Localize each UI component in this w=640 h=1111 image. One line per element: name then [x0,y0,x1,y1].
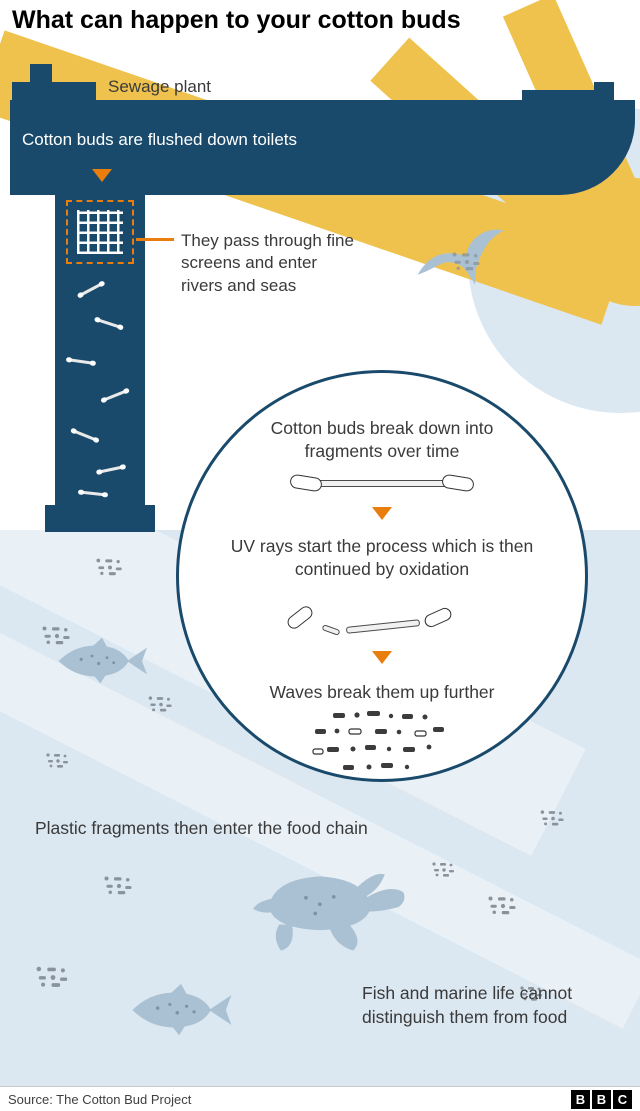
down-arrow-icon [372,507,392,520]
bud-stick [345,619,421,634]
footer: Source: The Cotton Bud Project B B C [0,1086,640,1111]
fragment-cluster [452,252,480,271]
fine-screen-box [66,200,134,264]
bud-stick [314,480,448,487]
bud-tip [284,603,316,632]
callout-line [136,238,174,241]
cycle-step1-text: Cotton buds break down into fragments ov… [270,418,494,462]
fragment-cluster [96,558,122,576]
bud-tip [289,473,323,493]
broken-cotton-bud-icon [282,603,482,649]
fish-icon [58,637,147,684]
cotton-bud-icon [289,473,475,493]
flush-text: Cotton buds are flushed down toilets [22,130,298,149]
bud-tip [422,605,454,630]
food-chain-text: Plastic fragments then enter the food ch… [35,818,368,838]
fragment-cluster [540,810,564,826]
screen-grid-icon [77,210,123,254]
fish-icon [132,983,232,1036]
source-text: Source: The Cotton Bud Project [8,1091,192,1107]
breakdown-cycle-circle: Cotton buds break down into fragments ov… [176,370,588,782]
bud-tip [441,473,475,493]
down-arrow-icon [372,651,392,664]
fragment-cluster [46,753,68,768]
fragment-cluster [488,896,516,915]
screen-text: They pass through fine screens and enter… [181,231,354,295]
marine-life-text: Fish and marine life cannot distinguish … [362,983,573,1027]
fragment-cluster [36,966,68,987]
turtle-icon [253,873,405,951]
plant-building-icon [12,82,96,102]
bbc-letter-block: C [613,1089,632,1109]
bird-icon [417,229,505,285]
cycle-step3-text: Waves break them up further [269,682,495,702]
bbc-logo: B B C [571,1089,632,1109]
bbc-letter-block: B [592,1089,611,1109]
bud-fragment [321,624,341,636]
page-title: What can happen to your cotton buds [12,6,461,34]
bbc-letter-block: B [571,1089,590,1109]
cycle-step2-text: UV rays start the process which is then … [230,536,534,580]
fragment-cluster [432,862,454,877]
plant-label: Sewage plant [108,77,212,96]
plant-band [10,100,635,195]
plant-building-icon [522,90,614,102]
down-arrow-icon [92,169,112,182]
fragment-cluster [148,696,172,712]
pipe-outlet [45,505,155,532]
plastic-fragments-icon [312,711,444,770]
fragment-cluster [104,876,132,895]
sun-rays [0,0,640,530]
